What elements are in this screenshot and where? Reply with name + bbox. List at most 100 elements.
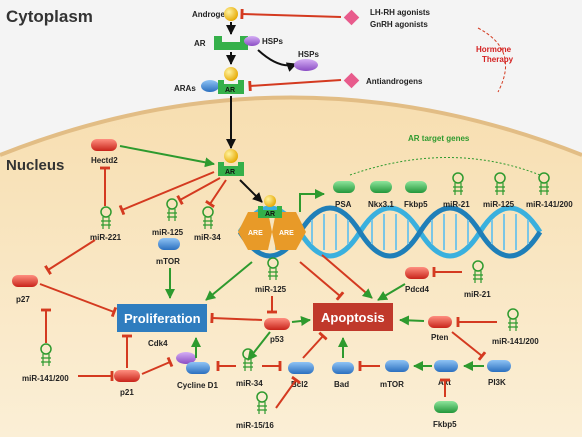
p21-label: p21 <box>120 388 134 397</box>
fkbp5-bottom-icon <box>434 401 458 413</box>
nuclear-membrane <box>0 95 582 157</box>
apoptosis-label: Apoptosis <box>321 310 385 325</box>
cdk4-label: Cdk4 <box>148 339 168 348</box>
hsps-release-arrow <box>257 49 297 72</box>
target-genes-bracket <box>349 157 541 176</box>
bcl2-inhibits-apoptosis <box>302 331 328 359</box>
mtor-right-icon <box>385 360 409 372</box>
proliferation-box <box>117 304 207 332</box>
aras-label: ARAs <box>174 84 196 93</box>
proliferation-label: Proliferation <box>124 311 201 326</box>
ar-cytoplasm-label: AR <box>194 39 206 48</box>
pdcd4-activates-apoptosis <box>377 283 406 301</box>
ar-binds-are-arrow <box>239 179 263 203</box>
mir125-center-label: miR-125 <box>255 285 287 294</box>
p53-activates-apoptosis <box>291 316 311 326</box>
mtor-left-label: mTOR <box>156 257 180 266</box>
mir125-target-hairpin-icon <box>494 172 506 195</box>
mir221-inhibits-p27 <box>44 239 96 275</box>
mir221-label: miR-221 <box>90 233 122 242</box>
nucleus-region <box>0 97 582 437</box>
ar-inhibits-mir34 <box>205 179 227 208</box>
bcl2-icon <box>288 362 314 374</box>
nucleus-label: Nucleus <box>6 157 64 174</box>
target-genes-title: AR target genes <box>408 134 470 143</box>
mir141-left-hairpin-icon <box>40 343 52 366</box>
mtor-left-icon <box>158 238 180 250</box>
ar-complex-icon <box>218 80 244 94</box>
are-right-label: ARE <box>279 230 294 237</box>
mir125-target-label: miR-125 <box>483 200 515 209</box>
mir34-bottom-label: miR-34 <box>236 379 263 388</box>
pdcd4-icon <box>405 267 429 279</box>
ar-inhibits-mir125 <box>176 177 221 206</box>
hsps-free-icon <box>294 59 318 71</box>
bad-icon <box>332 362 354 374</box>
mir21-right-hairpin-icon <box>472 260 484 283</box>
fkbp5-bottom-label: Fkbp5 <box>433 420 457 429</box>
ar-nucleus-icon <box>218 162 244 176</box>
ar-complex-label: AR <box>225 87 235 94</box>
lhrh-inhibits-androgen <box>240 8 342 20</box>
p21-icon <box>114 370 140 382</box>
pten-activates-apoptosis <box>399 315 425 326</box>
hsps-bound-label: HSPs <box>262 37 283 46</box>
mtor-right-label: mTOR <box>380 380 404 389</box>
hsps-bound-icon <box>244 36 260 46</box>
lhrh-label: LH-RH agonists <box>370 8 431 17</box>
mir221-hairpin-icon <box>100 206 112 229</box>
mir141-right-hairpin-icon <box>507 308 519 331</box>
gnrh-label: GnRH agonists <box>370 20 428 29</box>
nkx31-label: Nkx3.1 <box>368 200 394 209</box>
mir34-top-label: miR-34 <box>194 233 221 242</box>
androgen-dna-icon <box>264 195 276 207</box>
are-left-label: ARE <box>248 230 263 237</box>
psa-label: PSA <box>335 200 352 209</box>
mir141-target-label: miR-141/200 <box>526 200 573 209</box>
mir125-left-hairpin-icon <box>166 198 178 221</box>
bcl2-label: Bcl2 <box>291 380 308 389</box>
mir21-target-label: miR-21 <box>443 200 470 209</box>
ar-receptor-icon <box>214 36 248 50</box>
transcription-arrow <box>299 189 325 212</box>
pdcd4-label: Pdcd4 <box>405 285 430 294</box>
ar-nucleus-label: AR <box>225 169 235 176</box>
mir125-left-label: miR-125 <box>152 228 184 237</box>
antiandrogen-inhibits-ar <box>248 79 342 92</box>
ar-dna-icon <box>258 206 282 218</box>
hectd2-icon <box>91 139 117 151</box>
psa-to-apoptosis <box>321 254 373 299</box>
aras-icon <box>201 80 219 92</box>
pi3k-label: PI3K <box>488 378 506 387</box>
hormone-therapy-label-2: Therapy <box>482 55 514 64</box>
mir34-bottom-hairpin-icon <box>242 348 254 371</box>
ar-inhibits-mir221 <box>118 171 215 216</box>
akt-icon <box>434 360 458 372</box>
are-activates-proliferation <box>205 261 253 301</box>
fkbp5-target-icon <box>405 181 427 193</box>
are-inhibits-apoptosis <box>299 261 345 301</box>
androgen-bound-icon <box>224 67 238 81</box>
fkbp5-target-label: Fkbp5 <box>404 200 428 209</box>
hormone-therapy-label-1: Hormone <box>476 45 512 54</box>
pten-inhibits-pi3k <box>451 331 487 361</box>
hectd2-label: Hectd2 <box>91 156 118 165</box>
p27-label: p27 <box>16 295 30 304</box>
mir21-target-hairpin-icon <box>452 172 464 195</box>
psa-icon <box>333 181 355 193</box>
p53-icon <box>264 318 290 330</box>
hsps-free-label: HSPs <box>298 50 319 59</box>
mir1516-inhibits-bcl2 <box>275 375 301 409</box>
mir125-center-hairpin-icon <box>267 257 279 280</box>
nkx31-icon <box>370 181 392 193</box>
cytoplasm-label: Cytoplasm <box>6 7 93 26</box>
p27-inhibits-proliferation <box>39 283 118 318</box>
androgen-label: Androgen <box>192 10 230 19</box>
p53-inhibits-proliferation <box>210 312 263 324</box>
pten-icon <box>428 316 452 328</box>
mir21-right-label: miR-21 <box>464 290 491 299</box>
cyclin-d1-icon <box>186 362 210 374</box>
mir141-right-label: miR-141/200 <box>492 337 539 346</box>
apoptosis-box <box>313 303 393 331</box>
